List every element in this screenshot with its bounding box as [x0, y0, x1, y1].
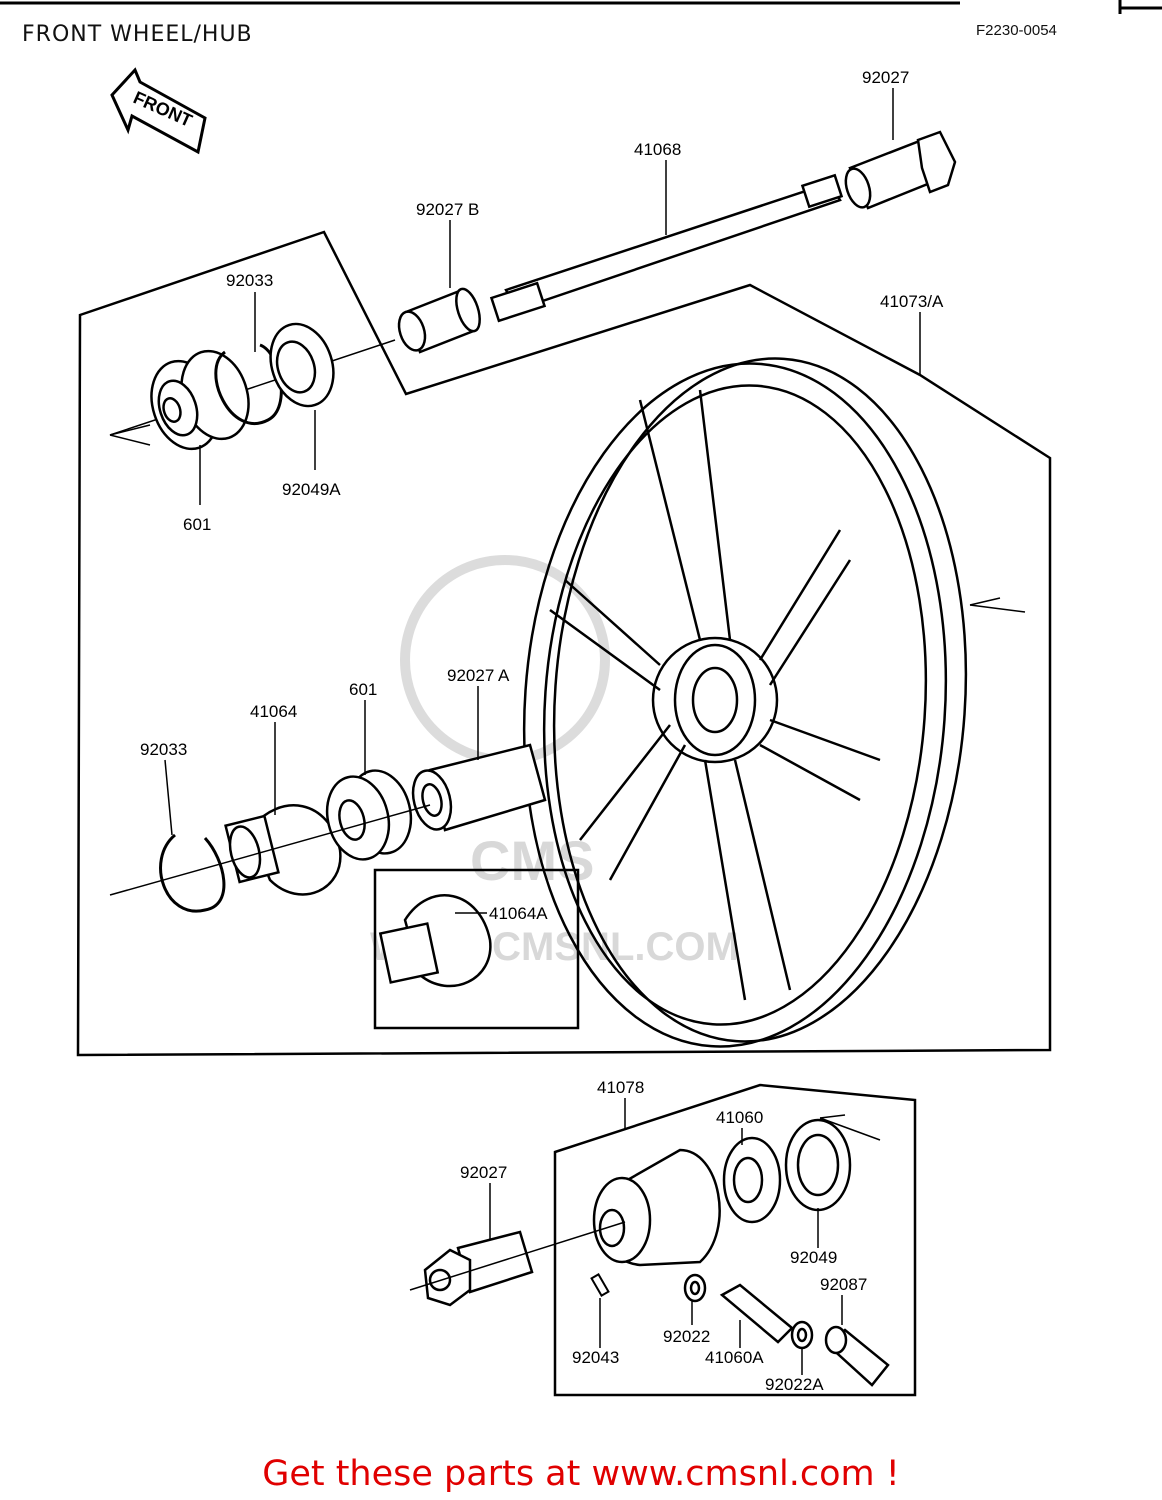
callout-92027-top: 92027 — [862, 68, 909, 87]
washer-92022A — [790, 1320, 814, 1350]
seal-92049 — [784, 1118, 852, 1212]
nut-92027-bot — [423, 1230, 534, 1307]
collar-41064 — [224, 804, 342, 896]
callout-92049A: 92049A — [282, 480, 341, 499]
callout-92027B: 92027 B — [416, 200, 479, 219]
diagram-code: F2230-0054 — [976, 22, 1057, 39]
gear-group-outline — [553, 1083, 917, 1397]
callout-92027-bot: 92027 — [460, 1163, 507, 1182]
gearbox-41078 — [592, 1148, 721, 1267]
callout-601-top: 601 — [183, 515, 211, 534]
axle-41068 — [489, 173, 844, 323]
seal-92049A — [269, 322, 335, 408]
callout-41060A: 41060A — [705, 1348, 764, 1367]
bearing-601-top — [150, 349, 250, 451]
callout-41068: 41068 — [634, 140, 681, 159]
parts-diagram: CMS WWW.CMSNL.COM FRONT — [0, 0, 1162, 1397]
spacer-92027B — [397, 287, 481, 354]
callout-41078: 41078 — [597, 1078, 644, 1097]
frame-top — [0, 0, 1162, 14]
axis-line-mid — [109, 804, 431, 896]
callout-92022A: 92022A — [765, 1375, 824, 1394]
callout-41064: 41064 — [250, 702, 297, 721]
pin-92043 — [590, 1272, 610, 1298]
diagram-title: FRONT WHEEL/HUB — [22, 22, 253, 47]
callout-92049: 92049 — [790, 1248, 837, 1267]
leader-lines — [164, 88, 921, 1375]
wheel-41073A — [522, 357, 968, 1048]
collar-41064A — [378, 894, 492, 988]
callout-41064A: 41064A — [489, 904, 548, 923]
callout-601-mid: 601 — [349, 680, 377, 699]
callout-92022: 92022 — [663, 1327, 710, 1346]
footer-banner-link[interactable]: Get these parts at www.cmsnl.com ! — [262, 1454, 900, 1494]
bearing-601-mid — [325, 769, 413, 861]
circlip-92033-mid — [159, 833, 226, 913]
axis-arrow-bottom — [819, 1114, 881, 1141]
pinion-41060A — [719, 1283, 794, 1344]
callout-92027A: 92027 A — [447, 666, 510, 685]
washer-92022 — [683, 1273, 707, 1303]
callout-92033-mid: 92033 — [140, 740, 187, 759]
watermark-logo-text: CMS — [470, 829, 594, 892]
callout-92033-top: 92033 — [226, 271, 273, 290]
callout-41073A: 41073/A — [880, 292, 944, 311]
gear-41060 — [722, 1136, 782, 1224]
callout-41060: 41060 — [716, 1108, 763, 1127]
nut-92027-top — [844, 130, 957, 210]
callout-92043: 92043 — [572, 1348, 619, 1367]
inset-41064A-box — [373, 868, 580, 1030]
callout-92087: 92087 — [820, 1275, 867, 1294]
bushing-92087 — [824, 1325, 890, 1387]
front-arrow-icon: FRONT — [110, 67, 207, 155]
axis-line-bottom — [409, 1221, 626, 1291]
spacer-92027A — [411, 743, 547, 832]
